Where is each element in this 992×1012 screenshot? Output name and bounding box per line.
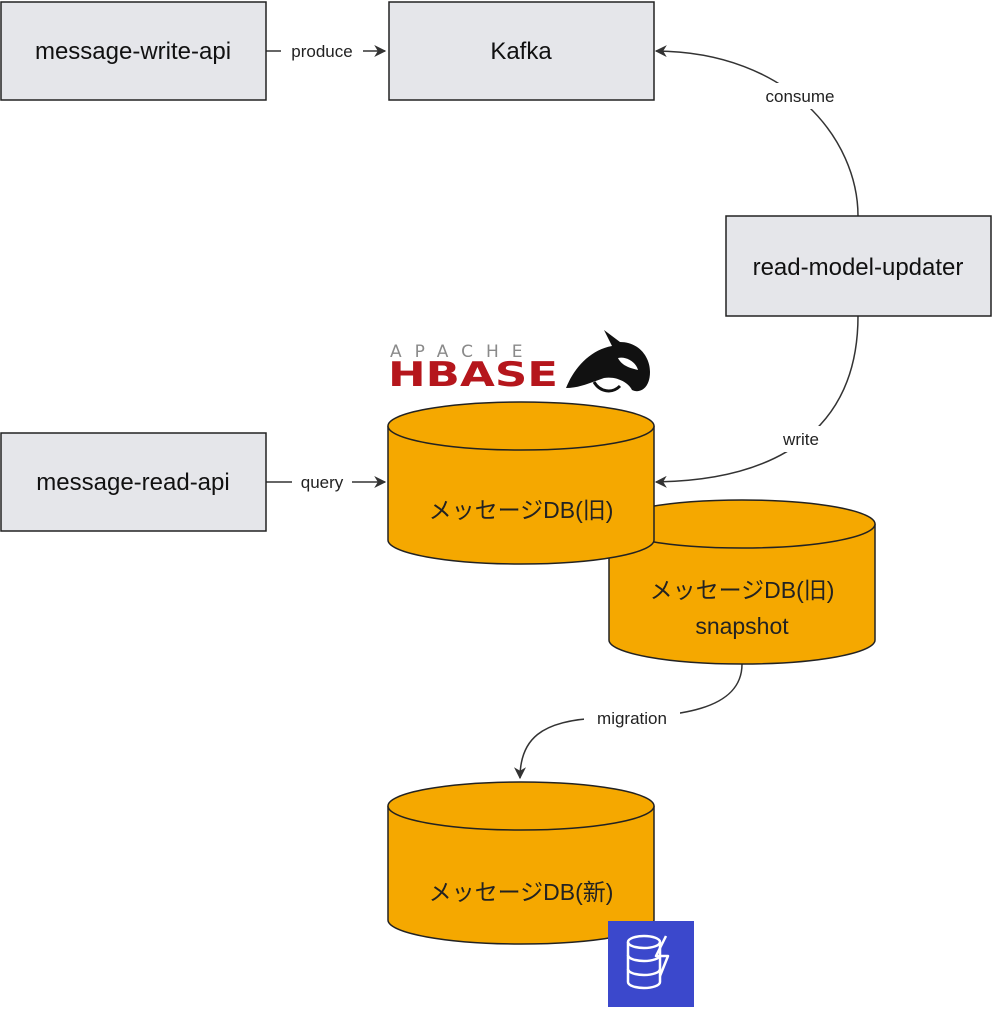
node-label-message-write-api: message-write-api (35, 38, 231, 65)
db-new-label: メッセージDB(新) (429, 879, 614, 905)
dynamodb-icon (608, 921, 694, 1007)
edge-label-migration: migration (597, 709, 667, 728)
node-label-kafka: Kafka (490, 38, 552, 65)
edge-write: write (654, 315, 859, 488)
node-label-message-read-api: message-read-api (36, 469, 229, 496)
db-new-cylinder: メッセージDB(新) (387, 781, 655, 945)
node-label-read-model-updater: read-model-updater (753, 254, 964, 281)
node-kafka: Kafka (388, 1, 655, 101)
edge-label-produce: produce (291, 42, 352, 61)
edge-produce: produce (266, 38, 387, 64)
db-snapshot-cylinder: メッセージDB(旧) snapshot (608, 499, 876, 665)
hbase-logo: APACHE HBASE (388, 330, 650, 395)
edge-migration: migration (514, 663, 743, 780)
edge-label-write: write (782, 430, 819, 449)
edge-label-query: query (301, 473, 344, 492)
db-snapshot-label-line2: snapshot (695, 613, 789, 639)
node-read-model-updater: read-model-updater (725, 215, 992, 317)
node-message-read-api: message-read-api (0, 432, 267, 532)
hbase-logo-main: HBASE (388, 355, 558, 395)
db-old-cylinder: メッセージDB(旧) (387, 401, 655, 565)
edge-consume: consume (654, 45, 859, 217)
edge-label-consume: consume (766, 87, 835, 106)
edge-query: query (266, 469, 387, 495)
db-snapshot-label-line1: メッセージDB(旧) (650, 577, 835, 603)
node-message-write-api: message-write-api (0, 1, 267, 101)
hbase-logo-top: APACHE (390, 342, 536, 362)
orca-icon (566, 330, 650, 393)
db-old-label: メッセージDB(旧) (429, 497, 614, 523)
